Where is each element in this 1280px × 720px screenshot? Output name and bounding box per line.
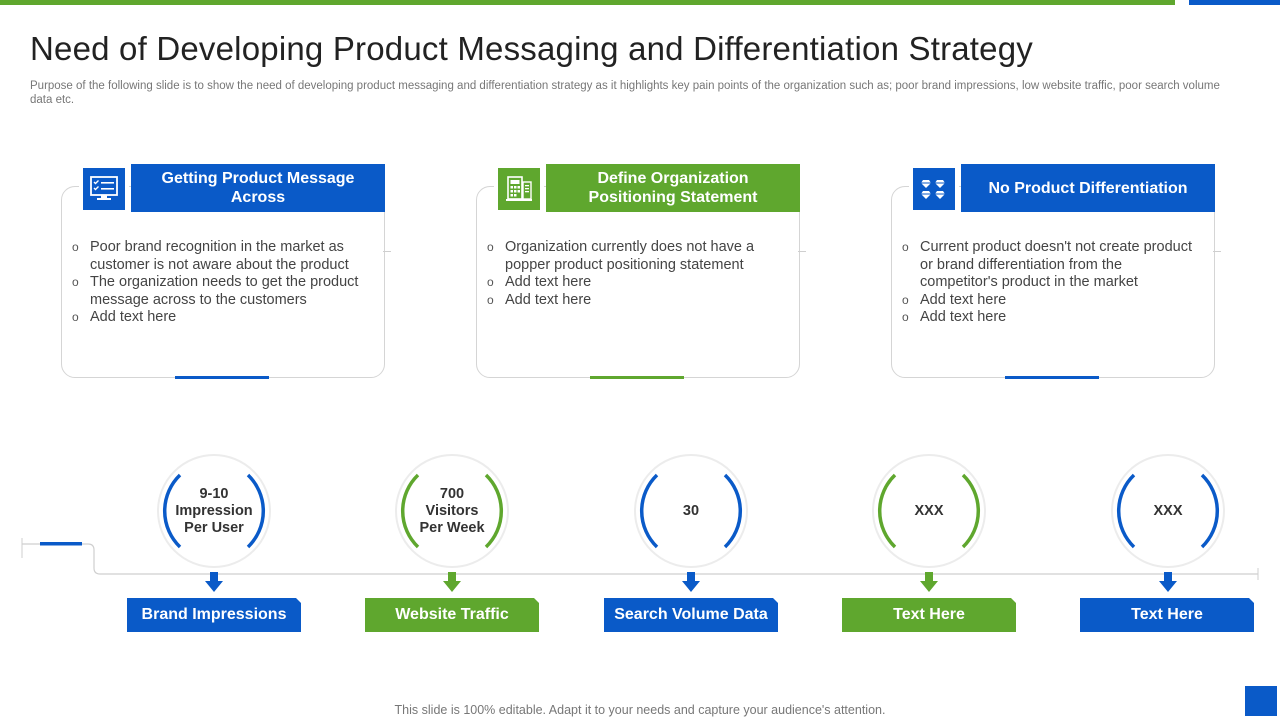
metric-value: 700 Visitors Per Week — [419, 485, 485, 536]
calculator-document-icon — [498, 168, 540, 210]
footer-note: This slide is 100% editable. Adapt it to… — [394, 703, 886, 717]
metric-circle: 30 — [632, 452, 750, 570]
card-underline — [590, 376, 684, 379]
label-search-volume: Search Volume Data — [604, 598, 778, 632]
list-item: Add text here — [72, 309, 366, 327]
metric-circle: XXX — [1109, 452, 1227, 570]
arrow-down-icon — [1159, 572, 1177, 592]
top-accent-bar-blue — [1189, 0, 1280, 5]
label-brand-impressions: Brand Impressions — [127, 598, 301, 632]
card-icon-frame — [79, 164, 129, 214]
card-tick — [1213, 251, 1221, 252]
arrow-down-icon — [920, 572, 938, 592]
card-icon-frame — [494, 164, 544, 214]
metric-value: 30 — [682, 502, 700, 519]
top-accent-bar-green — [0, 0, 1175, 5]
arrow-down-icon — [443, 572, 461, 592]
metric-circle: 700 Visitors Per Week — [393, 452, 511, 570]
card-header: No Product Differentiation — [961, 164, 1215, 212]
timeline-connector — [21, 538, 1259, 580]
list-item: Current product doesn't not create produ… — [902, 239, 1196, 292]
list-item: Add text here — [487, 274, 781, 292]
card-underline — [1005, 376, 1099, 379]
label-website-traffic: Website Traffic — [365, 598, 539, 632]
card-bullet-list: Organization currently does not have a p… — [487, 239, 781, 309]
label-text-here: Text Here — [842, 598, 1016, 632]
card-getting-product-message: Getting Product Message Across Poor bran… — [61, 164, 391, 379]
metric-value: 9-10 Impression Per User — [175, 485, 253, 536]
list-item: Organization currently does not have a p… — [487, 239, 781, 274]
list-item: The organization needs to get the produc… — [72, 274, 366, 309]
arrow-down-icon — [682, 572, 700, 592]
card-define-positioning: Define Organization Positioning Statemen… — [476, 164, 806, 379]
metric-value: XXX — [1153, 502, 1183, 519]
arrow-down-icon — [205, 572, 223, 592]
corner-accent — [1245, 686, 1277, 716]
list-item: Add text here — [902, 292, 1196, 310]
card-icon-frame — [909, 164, 959, 214]
list-item: Add text here — [902, 309, 1196, 327]
card-underline — [175, 376, 269, 379]
slide-title: Need of Developing Product Messaging and… — [30, 30, 1033, 67]
label-text-here: Text Here — [1080, 598, 1254, 632]
card-tick — [798, 251, 806, 252]
card-bullet-list: Poor brand recognition in the market as … — [72, 239, 366, 327]
list-item: Poor brand recognition in the market as … — [72, 239, 366, 274]
list-item: Add text here — [487, 292, 781, 310]
card-header: Define Organization Positioning Statemen… — [546, 164, 800, 212]
card-no-differentiation: No Product Differentiation Current produ… — [891, 164, 1221, 379]
diamonds-grid-icon — [913, 168, 955, 210]
card-header: Getting Product Message Across — [131, 164, 385, 212]
monitor-checklist-icon — [83, 168, 125, 210]
metric-circle: XXX — [870, 452, 988, 570]
card-tick — [383, 251, 391, 252]
metric-value: XXX — [914, 502, 944, 519]
card-bullet-list: Current product doesn't not create produ… — [902, 239, 1196, 327]
slide-subtitle: Purpose of the following slide is to sho… — [30, 80, 1220, 106]
metric-circle: 9-10 Impression Per User — [155, 452, 273, 570]
